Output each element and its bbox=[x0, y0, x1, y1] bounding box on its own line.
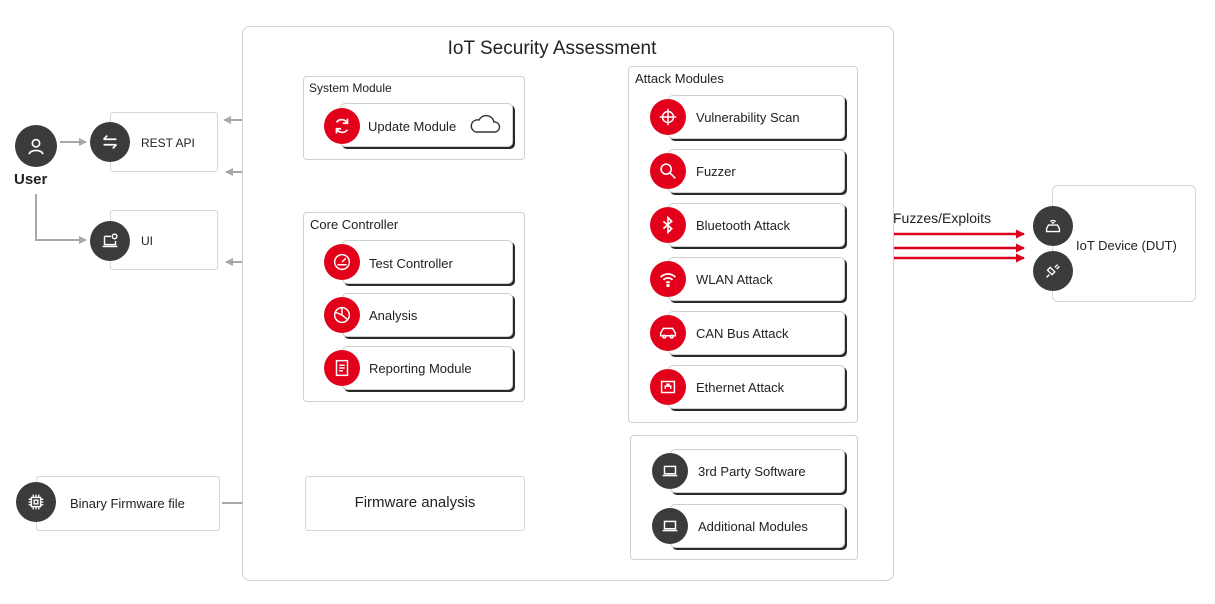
additional-modules-label: Additional Modules bbox=[698, 519, 808, 534]
car-icon bbox=[650, 315, 686, 351]
refresh-icon bbox=[324, 108, 360, 144]
swap-arrows-icon bbox=[90, 122, 130, 162]
main-title: IoT Security Assessment bbox=[447, 38, 657, 59]
system-module-title: System Module bbox=[309, 81, 392, 95]
binary-firmware-label: Binary Firmware file bbox=[70, 496, 185, 511]
pie-chart-icon bbox=[324, 297, 360, 333]
laptop-gear-icon bbox=[90, 221, 130, 261]
fuzzer-label: Fuzzer bbox=[696, 164, 736, 179]
fuzzes-exploits-label: Fuzzes/Exploits bbox=[893, 210, 992, 226]
user-icon bbox=[15, 125, 57, 167]
wifi-icon bbox=[650, 261, 686, 297]
car-wireless-icon bbox=[1033, 206, 1073, 246]
wlan-attack-card[interactable] bbox=[668, 257, 845, 301]
chip-icon bbox=[16, 482, 56, 522]
laptop-icon bbox=[652, 453, 688, 489]
ethernet-attack-label: Ethernet Attack bbox=[696, 380, 785, 395]
third-party-software-label: 3rd Party Software bbox=[698, 464, 806, 479]
vulnerability-scan-label: Vulnerability Scan bbox=[696, 110, 800, 125]
ethernet-icon bbox=[650, 369, 686, 405]
reporting-module-label: Reporting Module bbox=[369, 361, 472, 376]
can-bus-attack-card[interactable] bbox=[668, 311, 845, 355]
analysis-card[interactable] bbox=[342, 293, 513, 337]
laptop-icon bbox=[652, 508, 688, 544]
third-party-software-card[interactable] bbox=[670, 449, 845, 493]
iot-device-box[interactable] bbox=[1052, 185, 1196, 302]
reporting-module-card[interactable] bbox=[342, 346, 513, 390]
wlan-attack-label: WLAN Attack bbox=[696, 272, 773, 287]
ui-label: UI bbox=[141, 234, 153, 248]
cloud-icon bbox=[468, 110, 502, 138]
user-label: User bbox=[14, 171, 48, 188]
update-module-label: Update Module bbox=[368, 119, 457, 134]
magnifier-icon bbox=[650, 153, 686, 189]
document-icon bbox=[324, 350, 360, 386]
gauge-icon bbox=[324, 244, 360, 280]
crosshair-icon bbox=[650, 99, 686, 135]
firmware-analysis-box[interactable] bbox=[305, 476, 525, 531]
firmware-analysis-label: Firmware analysis bbox=[354, 494, 476, 511]
plug-icon bbox=[1033, 251, 1073, 291]
vulnerability-scan-card[interactable] bbox=[668, 95, 845, 139]
iot-device-label: IoT Device (DUT) bbox=[1076, 238, 1177, 253]
test-controller-card[interactable] bbox=[342, 240, 513, 284]
additional-modules-card[interactable] bbox=[670, 504, 845, 548]
fuzzer-card[interactable] bbox=[668, 149, 845, 193]
bluetooth-attack-label: Bluetooth Attack bbox=[696, 218, 790, 233]
analysis-label: Analysis bbox=[369, 308, 418, 323]
bluetooth-icon bbox=[650, 207, 686, 243]
update-module-card[interactable] bbox=[340, 103, 513, 147]
rest-api-label: REST API bbox=[141, 136, 195, 150]
core-controller-title: Core Controller bbox=[310, 217, 399, 232]
test-controller-label: Test Controller bbox=[369, 256, 453, 271]
ui-box[interactable] bbox=[110, 210, 218, 270]
can-bus-attack-label: CAN Bus Attack bbox=[696, 326, 789, 341]
attack-modules-title: Attack Modules bbox=[635, 71, 724, 86]
